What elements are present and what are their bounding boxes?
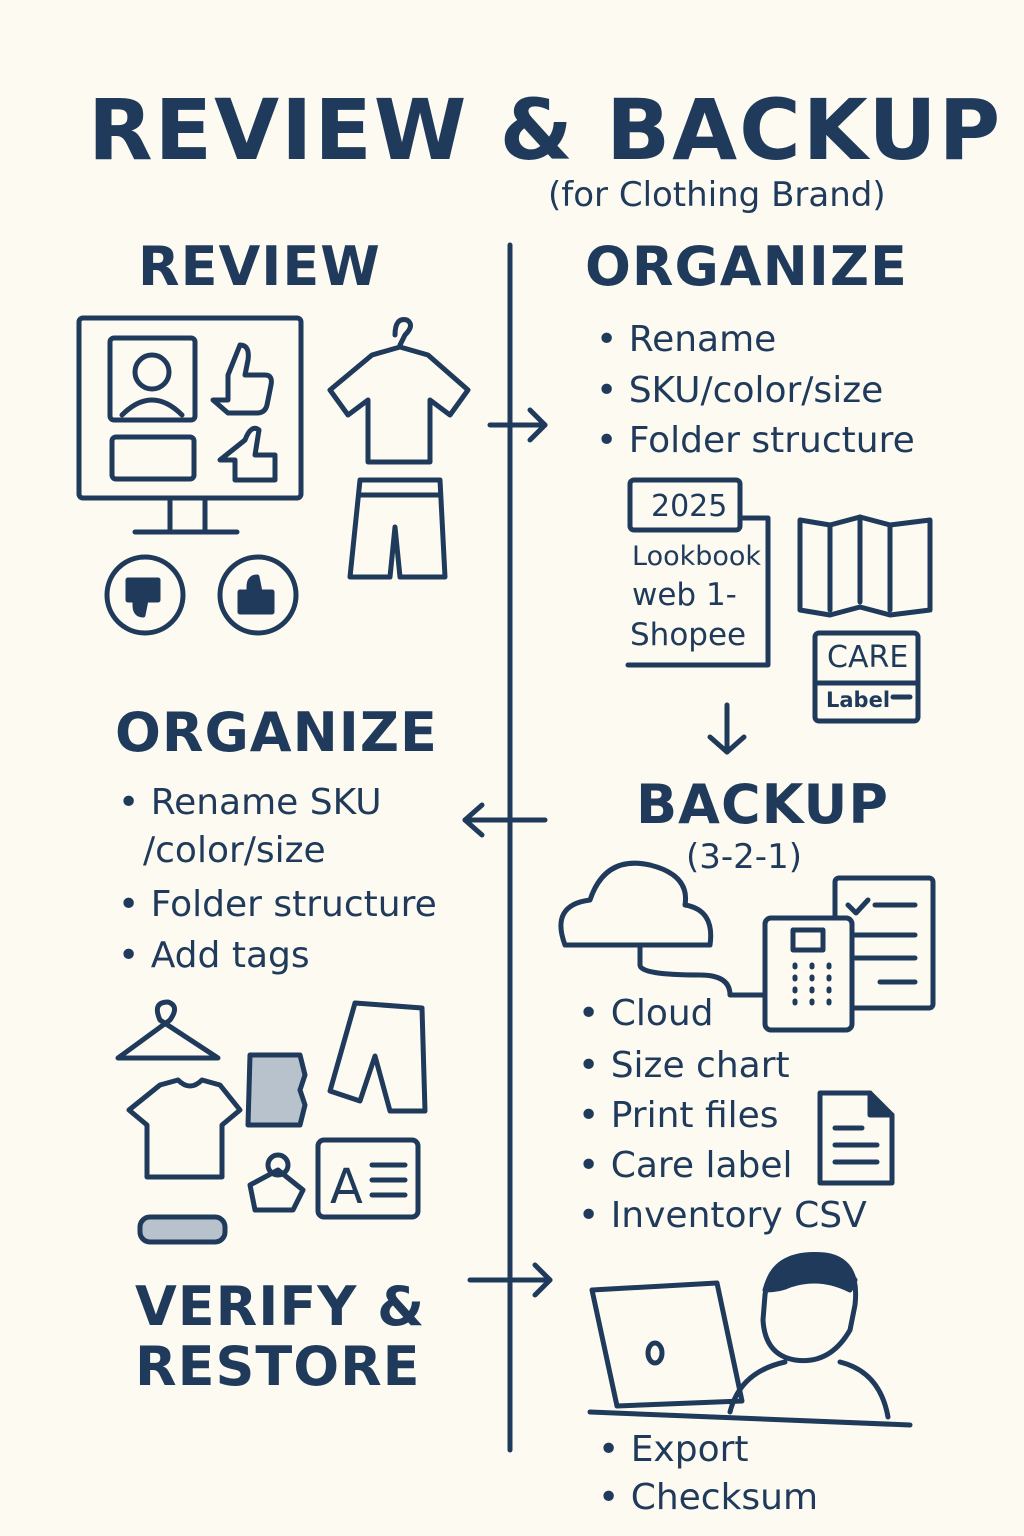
svg-text:A: A [330,1159,363,1215]
organize-left-item: Add tags [118,938,310,974]
price-tag-icon [247,1152,306,1213]
folder-icon [625,477,771,668]
organize-left-heading: ORGANIZE [115,701,438,764]
verify-heading-line1: VERIFY & [135,1275,426,1338]
thumbs-down-icon [104,554,186,636]
page-title: REVIEW & BACKUP [88,81,1003,179]
arrow-down [707,702,747,755]
arrow-right-1 [487,407,548,443]
shorts-icon [347,477,448,580]
organize-right-item: Rename [596,322,777,358]
organize-right-item: Folder structure [596,423,915,459]
organize-right-heading: ORGANIZE [585,235,908,298]
backup-item: Print files [578,1098,779,1134]
organize-left-item: Rename SKU [118,785,382,821]
jeans-icon [327,1000,428,1114]
tshirt-icon [126,1077,243,1180]
backup-item: Size chart [578,1048,790,1084]
hanger-icon [115,999,221,1061]
verify-heading-line2: RESTORE [135,1335,421,1398]
text-label-icon: A [315,1137,421,1220]
arrow-left [462,802,548,838]
review-heading: REVIEW [138,235,381,298]
monitor-icon [76,315,304,535]
cloud-icon [558,860,768,998]
organize-left-item-continued: /color/size [143,830,326,871]
organize-left-item: Folder structure [118,887,437,923]
care-label-bottom: Label [826,688,891,712]
hard-drive-icon [762,915,855,1033]
folder-line: Lookbook [632,541,762,572]
tshirt-hanger-icon [327,317,471,465]
fabric-swatch-icon [245,1052,308,1128]
care-label-icon [812,630,921,724]
folder-tab-label: 2025 [651,489,728,524]
verify-item: Export [598,1432,749,1468]
folder-line: Shopee [630,617,747,653]
page-subtitle: (for Clothing Brand) [548,175,886,215]
care-label-top: CARE [827,640,909,675]
organize-right-item: SKU/color/size [596,373,884,409]
folder-line: web 1- [632,577,737,613]
backup-item: Care label [578,1148,793,1184]
backup-heading: BACKUP [636,773,889,836]
print-file-icon [817,1090,895,1186]
verify-item: Checksum [598,1480,818,1516]
backup-item: Inventory CSV [578,1198,867,1234]
thumbs-up-icon [217,554,299,636]
arrow-right-2 [467,1262,553,1298]
backup-rule: (3-2-1) [686,837,802,877]
tape-icon [137,1214,228,1245]
laptop-person-icon [587,1252,913,1428]
size-chart-map-icon [797,514,933,618]
backup-item: Cloud [578,996,714,1032]
